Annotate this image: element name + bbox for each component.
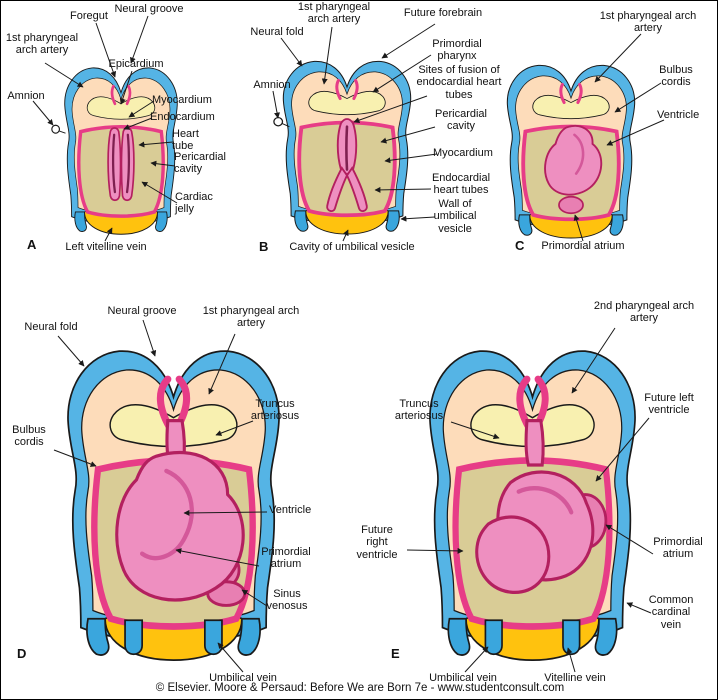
label-cavity-of-umbilical-vesicle: Cavity of umbilical vesicle	[289, 241, 415, 253]
figure-caption: © Elsevier. Moore & Persaud: Before We a…	[155, 682, 565, 694]
label-vitelline-vein: Vitelline vein	[544, 672, 606, 684]
heart-tube-left	[107, 127, 122, 202]
panel-letter-a: A	[27, 237, 37, 252]
label-cardiac-jelly: Cardiac jelly	[175, 191, 213, 216]
label-1st-pharyngeal-arch-artery-a: 1st pharyngeal arch artery	[5, 32, 79, 57]
label-wall-of-umbilical-vesicle: Wall of umbilical vesicle	[433, 198, 477, 235]
label-amnion-a: Amnion	[7, 90, 45, 102]
label-pericardial-cavity-a: Pericardial cavity	[174, 151, 226, 176]
label-pericardial-cavity-b: Pericardial cavity	[435, 108, 487, 133]
panel-letter-c: C	[515, 238, 525, 253]
embryo-section-c	[506, 64, 636, 239]
label-myocardium-a: Myocardium	[152, 94, 212, 106]
label-1st-pharyngeal-arch-artery-c: 1st pharyngeal arch artery	[599, 10, 697, 35]
label-umbilical-vein-d: Umbilical vein	[209, 672, 277, 684]
label-common-cardinal-vein: Common cardinal vein	[648, 594, 694, 631]
label-future-right-ventricle: Future right ventricle	[356, 524, 398, 561]
label-future-left-ventricle: Future left ventricle	[644, 392, 694, 417]
label-primordial-atrium-e: Primordial atrium	[653, 536, 703, 561]
heart-tube	[544, 125, 603, 196]
label-heart-tube: Heart tube	[172, 128, 199, 153]
label-foregut: Foregut	[70, 10, 108, 22]
embryo-section-e	[429, 350, 636, 662]
label-neural-groove-a: Neural groove	[114, 3, 184, 15]
label-primordial-atrium-c: Primordial atrium	[541, 240, 625, 252]
label-left-vitelline-vein: Left vitelline vein	[65, 241, 147, 253]
panel-letter-d: D	[17, 646, 27, 661]
umbilical-vein-tube	[124, 619, 144, 656]
label-ventricle-d: Ventricle	[269, 504, 312, 516]
amnion-ring	[51, 124, 61, 134]
label-bulbus-cordis-c: Bulbus cordis	[659, 64, 693, 89]
label-neural-fold-b: Neural fold	[250, 26, 304, 38]
label-truncus-arteriosus-d: Truncus arteriosus	[250, 398, 300, 423]
panel-letter-e: E	[391, 646, 400, 661]
primordial-atrium	[558, 195, 584, 215]
label-sites-of-fusion: Sites of fusion of endocardial heart tub…	[416, 64, 502, 101]
embryo-section-b	[273, 60, 412, 235]
embryo-section-d	[67, 350, 280, 662]
label-primordial-pharynx: Primordial pharynx	[432, 38, 482, 63]
label-epicardium: Epicardium	[108, 58, 164, 70]
panel-letter-b: B	[259, 239, 269, 254]
label-ventricle-c: Ventricle	[657, 109, 700, 121]
amnion-ring	[273, 116, 284, 127]
label-umbilical-vein-e: Umbilical vein	[429, 672, 497, 684]
umbilical-vein-tube	[484, 619, 503, 656]
label-neural-fold-d: Neural fold	[24, 321, 78, 333]
label-neural-groove-d: Neural groove	[107, 305, 177, 317]
future-right-ventricle	[475, 515, 551, 594]
label-truncus-arteriosus-e: Truncus arteriosus	[394, 398, 444, 423]
label-endocardial-heart-tubes: Endocardial heart tubes	[431, 172, 491, 197]
label-2nd-pharyngeal-arch-artery: 2nd pharyngeal arch artery	[593, 300, 695, 325]
label-future-forebrain: Future forebrain	[403, 7, 483, 19]
vitelline-vein-tube	[562, 619, 581, 656]
label-amnion-b: Amnion	[253, 79, 291, 91]
label-endocardium: Endocardium	[150, 111, 215, 123]
label-bulbus-cordis-d: Bulbus cordis	[12, 424, 46, 449]
common-cardinal-vein-tube	[594, 617, 618, 656]
label-1st-pharyngeal-arch-artery-d: 1st pharyngeal arch artery	[202, 305, 300, 330]
label-myocardium-b: Myocardium	[433, 147, 493, 159]
embryo-section-a	[51, 67, 178, 235]
label-1st-pharyngeal-arch-artery-b: 1st pharyngeal arch artery	[297, 1, 371, 26]
label-primordial-atrium-d: Primordial atrium	[261, 546, 311, 571]
truncus-arteriosus	[524, 419, 545, 467]
label-sinus-venosus: Sinus venosus	[266, 588, 308, 613]
